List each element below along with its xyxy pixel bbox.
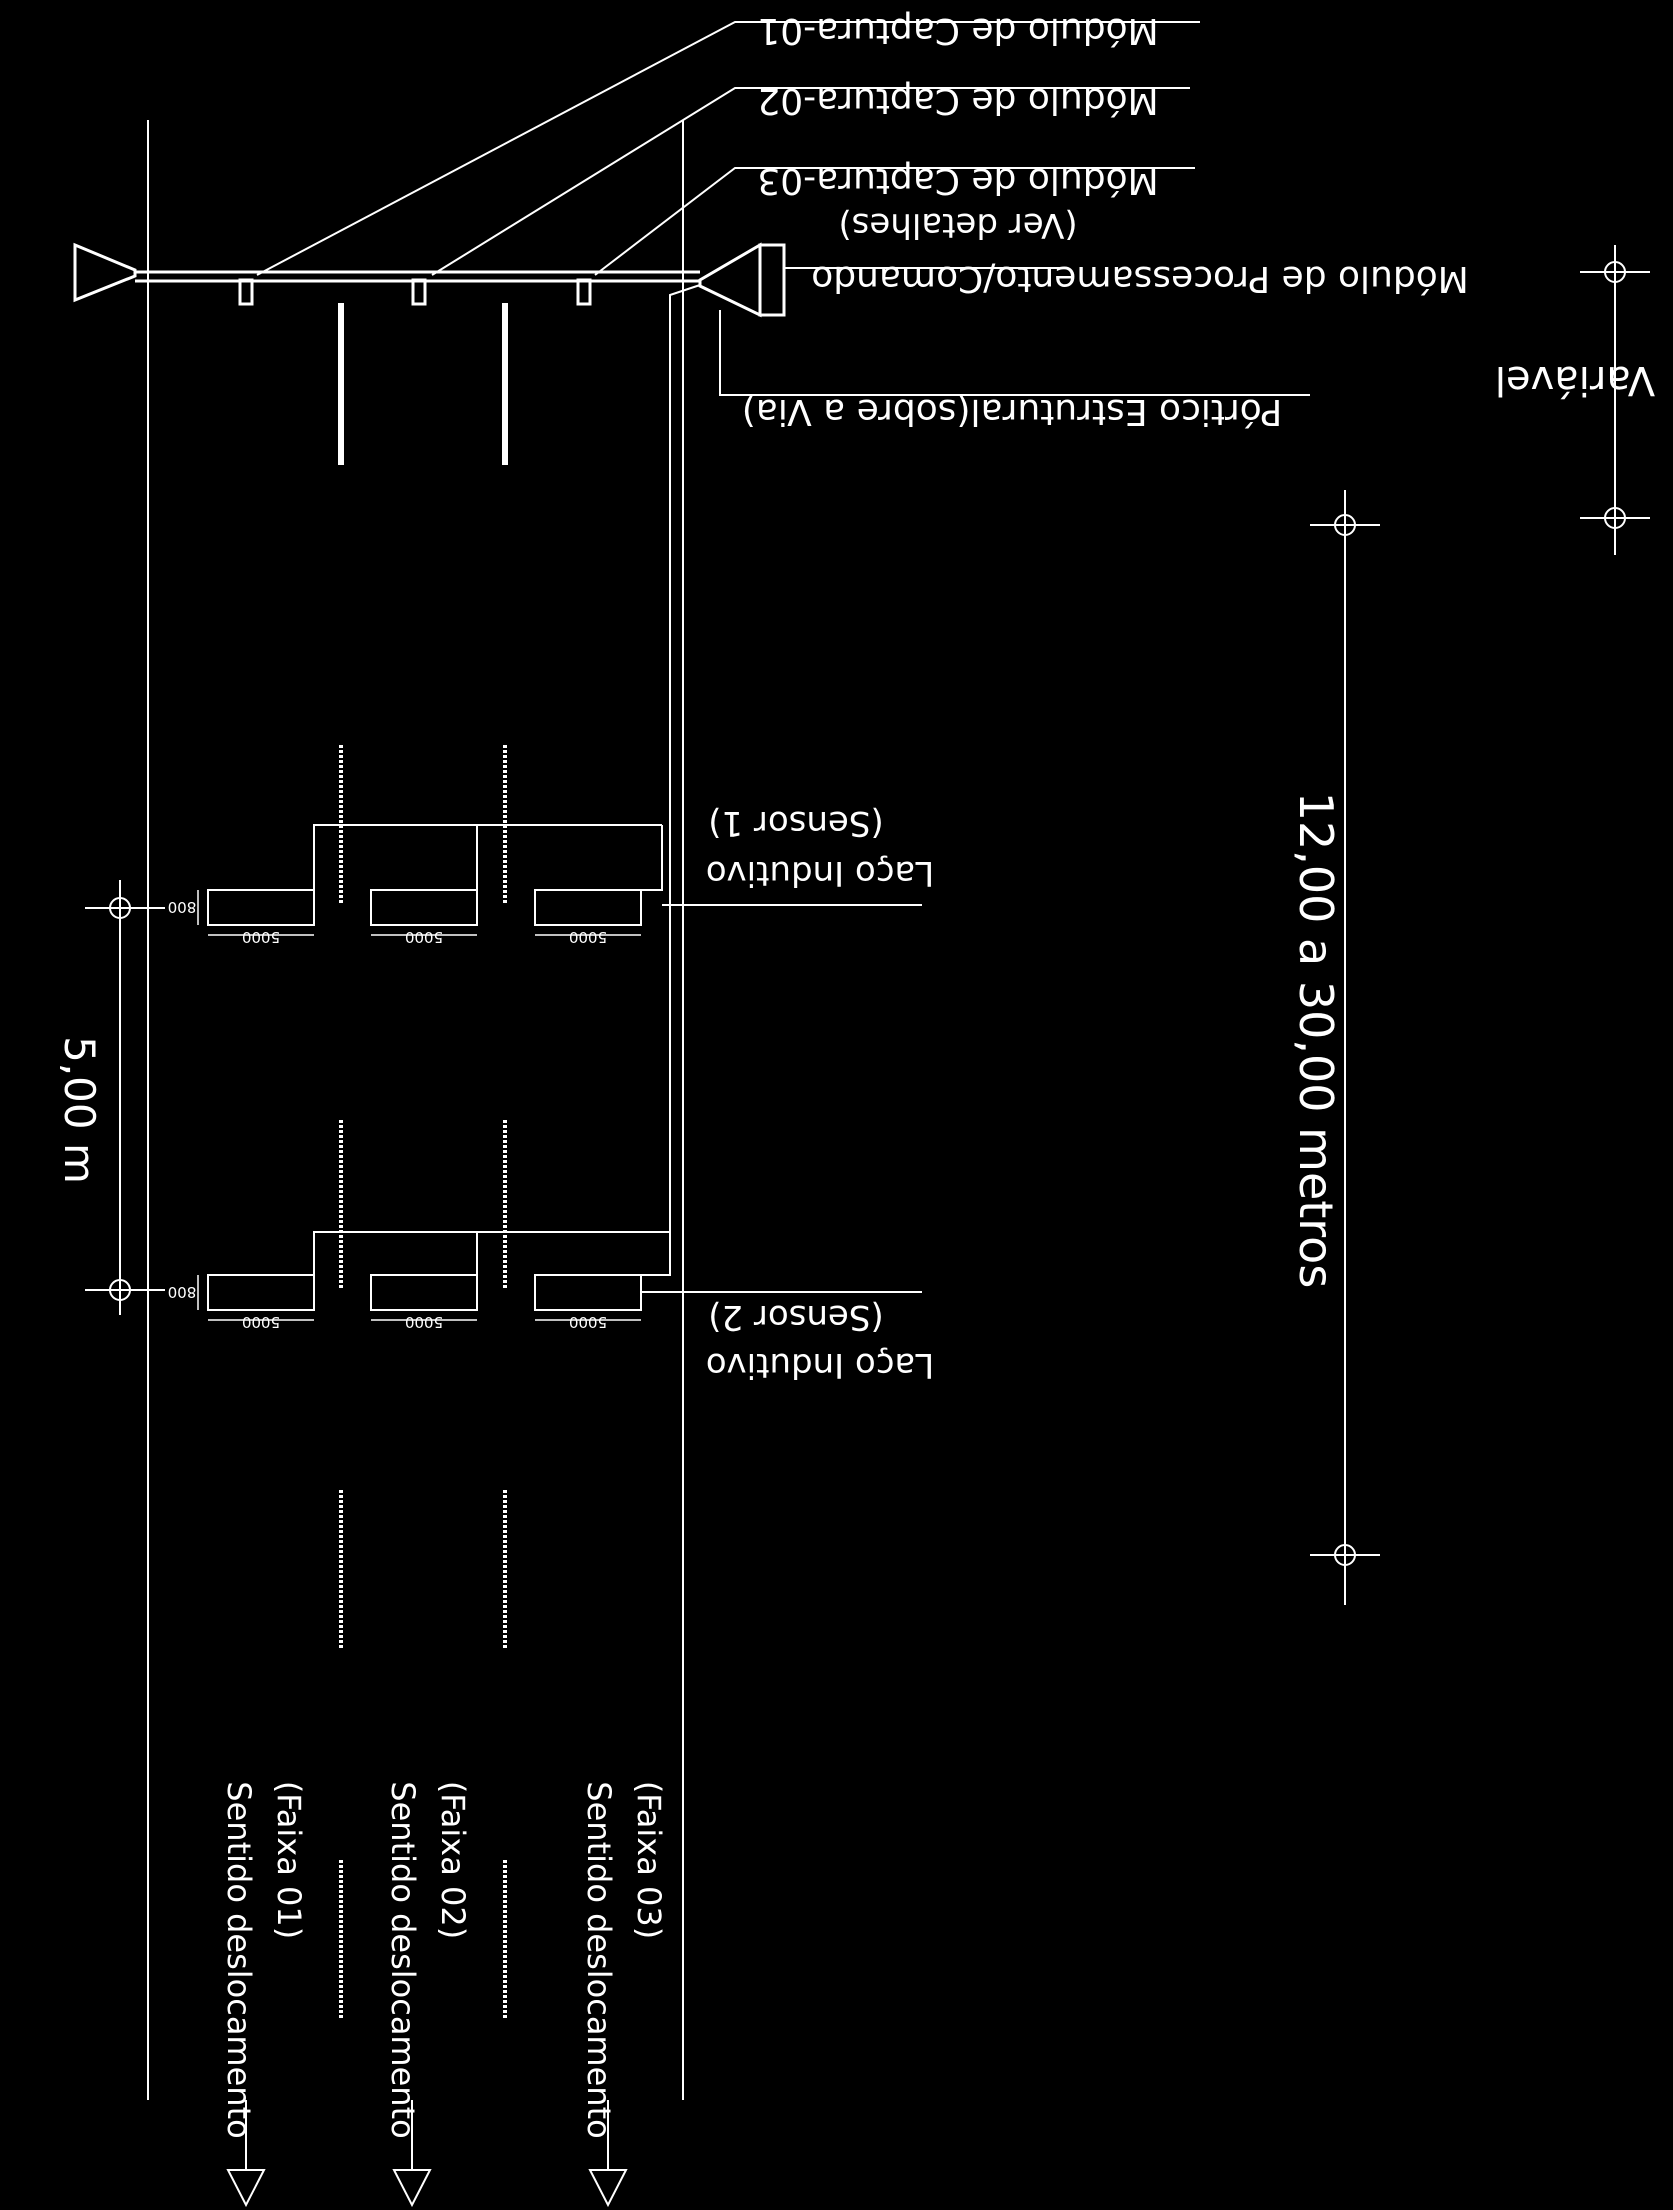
leader-modulo-2 (431, 87, 1190, 276)
dimension-sensor-spacing (85, 880, 165, 1315)
lane-3-faixa: (Faixa 03) (630, 1781, 668, 1939)
label-sensor-2: (Sensor 2) (708, 1297, 884, 1337)
label-variavel: Variável (1495, 357, 1655, 403)
sensor-2-loops (207, 1231, 922, 1311)
lane-1-sentido: Sentido deslocamento (220, 1781, 258, 2138)
direction-arrow-lane-3 (588, 2100, 628, 2208)
dim-5000-1a: 5000 (242, 928, 280, 946)
capture-module-2 (411, 278, 427, 306)
label-modulo-2: Módulo de Captura-02 (757, 80, 1158, 121)
processing-module-box (758, 243, 786, 317)
dimension-variavel (1580, 245, 1650, 555)
capture-module-1 (238, 278, 254, 306)
label-modulo-3: Módulo de Captura-03 (757, 160, 1158, 201)
label-modulo-1: Módulo de Captura-01 (757, 10, 1158, 51)
sensor-1-loops (207, 824, 922, 926)
cable-gantry-to-sensors (669, 284, 701, 1270)
label-modulo-processamento: Módulo de Processamento/Comando (811, 258, 1469, 299)
dim-800-1: 800 (168, 898, 197, 916)
dimension-gantry-distance (1310, 490, 1380, 1605)
dim-5000-2a: 5000 (242, 1313, 280, 1331)
leader-modulo-1 (256, 21, 1200, 276)
label-sensor-1: (Sensor 1) (708, 803, 884, 843)
portico-gantry (73, 242, 786, 318)
dim-800-2: 800 (168, 1283, 197, 1301)
label-portico: Pórtico Estrutural(sobre a Via) (742, 391, 1282, 432)
direction-arrow-lane-1 (226, 2100, 266, 2208)
loop-dimensions (197, 890, 641, 1321)
direction-arrow-lane-2 (392, 2100, 432, 2208)
lane-3-sentido: Sentido deslocamento (580, 1781, 618, 2138)
label-distancia-sensores: 5,00 m (55, 1036, 104, 1184)
capture-module-3 (576, 278, 592, 306)
dim-5000-2b: 5000 (405, 1313, 443, 1331)
dim-5000-1b: 5000 (405, 928, 443, 946)
label-distancia: 12,00 a 30,00 metros (1289, 792, 1343, 1289)
lane-2-faixa: (Faixa 02) (434, 1781, 472, 1939)
lane-2-sentido: Sentido deslocamento (384, 1781, 422, 2138)
label-ver-detalhes: (Ver detalhes) (838, 205, 1077, 245)
label-laco-1: Laço Indutivo (706, 853, 935, 893)
leader-modulo-3 (594, 167, 1195, 276)
lane-1-faixa: (Faixa 01) (270, 1781, 308, 1939)
dim-5000-1c: 5000 (569, 928, 607, 946)
label-laco-2: Laço Indutivo (706, 1345, 935, 1385)
dim-5000-2c: 5000 (569, 1313, 607, 1331)
leader-portico (719, 310, 1310, 396)
